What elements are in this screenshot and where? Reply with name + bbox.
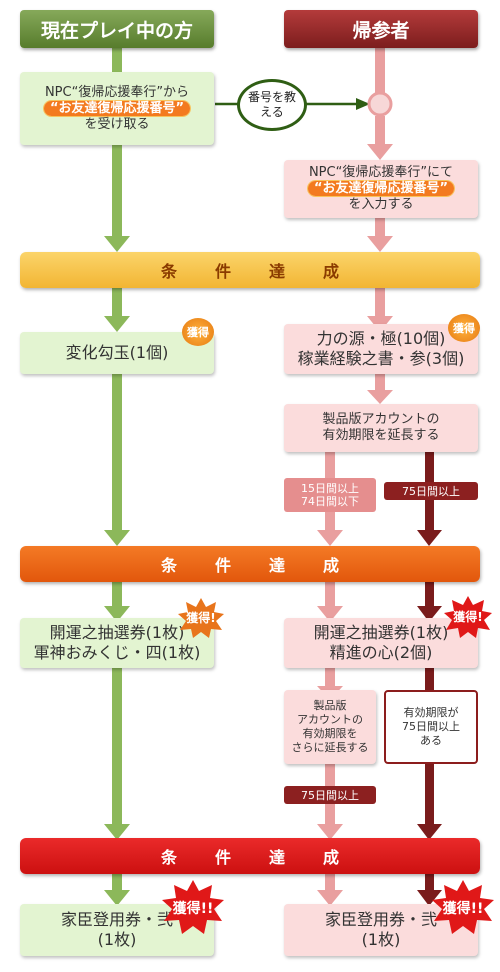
extend-further-line4: さらに延長する (291, 741, 369, 754)
range-tag-75plus-2: 75日間以上 (284, 786, 376, 804)
header-current-players: 現在プレイ中の方 (20, 10, 214, 48)
reward-right-1-line2: 稼業経験之書・参(3個) (297, 349, 465, 368)
step-receive-line1: NPC“復帰応援奉行”から (44, 84, 190, 100)
obtained-burst-right-3-text: 獲得!! (443, 900, 484, 917)
condition-label-3: 条件達成 (160, 848, 377, 867)
reward-left-2: 開運之抽選券(1枚) 軍神おみくじ・四(1枚) (20, 618, 214, 668)
obtained-burst-left-2-text: 獲得! (186, 610, 215, 625)
range-tag-line1: 15日間以上 (301, 482, 359, 495)
reward-left-1: 変化勾玉(1個) (20, 332, 214, 374)
extend-further-line2: アカウントの (297, 713, 363, 726)
reward-right-2-line2: 精進の心(2個) (329, 643, 433, 662)
step-enter-number: NPC“復帰応援奉行”にて “お友達復帰応援番号” を入力する (284, 160, 478, 218)
tell-number-circle: 番号を教える (237, 79, 307, 131)
step-receive-line3: を受け取る (84, 116, 150, 132)
obtained-badge-right-1: 獲得 (448, 314, 480, 342)
reward-right-1-line1: 力の源・極(10個) (316, 329, 446, 348)
obtained-burst-right-2: 獲得! (444, 596, 492, 638)
step-enter-line1: NPC“復帰応援奉行”にて (308, 165, 454, 180)
range-tag-75plus: 75日間以上 (384, 482, 478, 500)
obtained-burst-right-2-text: 獲得! (453, 609, 482, 624)
friend-number-label: “お友達復帰応援番号” (43, 100, 191, 116)
obtained-burst-right-3: 獲得!! (432, 880, 494, 934)
validity-note-line3: ある (420, 734, 442, 747)
condition-bar-1: 条件達成 (20, 252, 480, 288)
reward-left-3-line2: (1枚) (97, 930, 137, 949)
reward-right-2: 開運之抽選券(1枚) 精進の心(2個) (284, 618, 478, 668)
step-enter-line3: を入力する (348, 197, 414, 212)
condition-label-1: 条件達成 (160, 262, 377, 281)
extend-account-box: 製品版アカウントの 有効期限を延長する (284, 404, 478, 452)
reward-left-2-line1: 開運之抽選券(1枚) (49, 623, 185, 642)
reward-right-1: 力の源・極(10個) 稼業経験之書・参(3個) (284, 324, 478, 374)
reward-left-3-line1: 家臣登用券・弐 (60, 910, 173, 929)
condition-bar-2: 条件達成 (20, 546, 480, 582)
obtained-burst-left-3-text: 獲得!! (173, 900, 214, 917)
extend-further-line1: 製品版 (313, 699, 347, 712)
reward-right-3-line1: 家臣登用券・弐 (324, 910, 437, 929)
obtained-burst-left-2: 獲得! (178, 598, 224, 638)
obtained-burst-left-3: 獲得!! (162, 880, 224, 934)
friend-number-label-right: “お友達復帰応援番号” (307, 181, 455, 196)
extend-further-line3: 有効期限を (302, 727, 358, 740)
condition-bar-3: 条件達成 (20, 838, 480, 874)
reward-right-2-line1: 開運之抽選券(1枚) (313, 623, 449, 642)
reward-right-3-line2: (1枚) (361, 930, 401, 949)
validity-note-line2: 75日間以上 (402, 720, 460, 733)
obtained-badge-left-1: 獲得 (182, 318, 214, 346)
extend-further-box: 製品版 アカウントの 有効期限を さらに延長する (284, 690, 376, 764)
reward-left-2-line2: 軍神おみくじ・四(1枚) (33, 643, 201, 662)
condition-label-2: 条件達成 (160, 556, 377, 575)
step-receive-number: NPC“復帰応援奉行”から “お友達復帰応援番号” を受け取る (20, 72, 214, 145)
header-returners: 帰参者 (284, 10, 478, 48)
validity-note-line1: 有効期限が (403, 706, 459, 719)
extend-line1: 製品版アカウントの (322, 412, 440, 427)
range-tag-line2: 74日間以下 (301, 495, 359, 508)
extend-line2: 有効期限を延長する (322, 428, 440, 443)
